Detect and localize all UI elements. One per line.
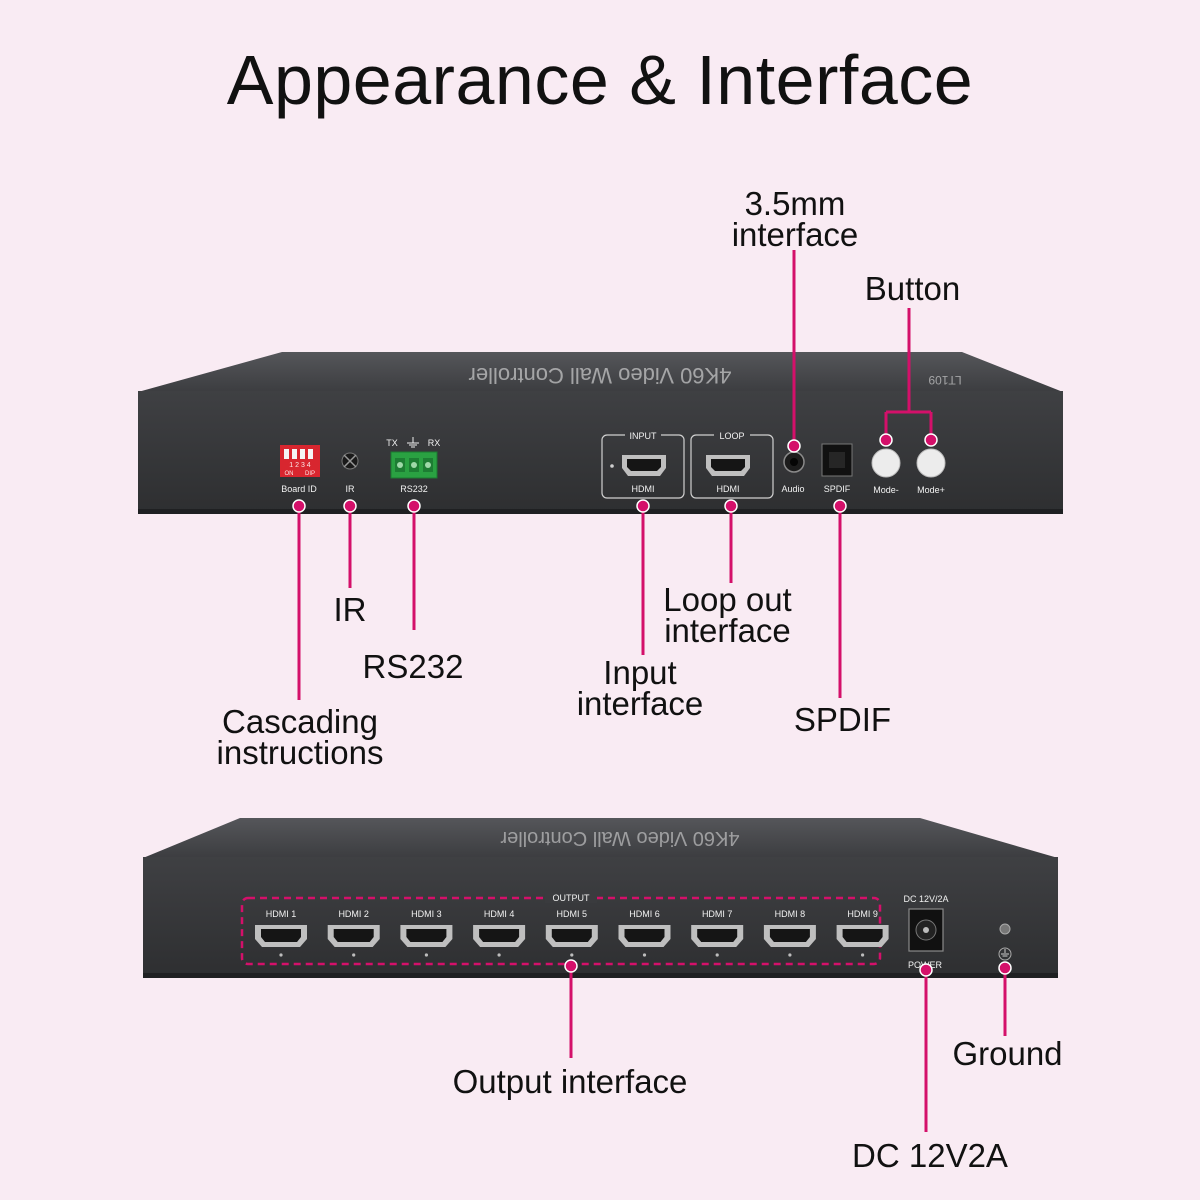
top-device-lid	[138, 352, 1063, 392]
callout-ir: IR	[333, 591, 367, 628]
callout-input: Input interface	[555, 654, 725, 722]
rs232-terminal[interactable]	[390, 451, 438, 479]
bottom-model-text: 4K60 Video Wall Controller	[500, 827, 739, 849]
top-model-code: LT109	[928, 373, 961, 387]
tx-label: TX	[386, 438, 398, 448]
input-header: INPUT	[630, 431, 658, 441]
hdmi-output-label-7: HDMI 7	[702, 909, 733, 919]
callout-cascading: Cascading instructions	[190, 703, 410, 771]
ir-receiver	[341, 452, 359, 470]
callout-cascading-line1: Cascading	[222, 703, 378, 740]
top-device: 4K60 Video Wall Controller LT109 1 2 3 4…	[138, 352, 1063, 514]
callout-cascading-line2: instructions	[216, 734, 384, 771]
hdmi-output-port-1[interactable]	[255, 925, 307, 957]
audio-label: Audio	[781, 484, 804, 494]
hdmi-output-label-9: HDMI 9	[847, 909, 878, 919]
hdmi-output-label-3: HDMI 3	[411, 909, 442, 919]
callout-input-line2: interface	[576, 685, 704, 722]
hdmi-output-port-2[interactable]	[327, 925, 380, 957]
dc-power-jack[interactable]	[908, 908, 944, 952]
mode-minus-label: Mode-	[873, 485, 899, 495]
callout-output: Output interface	[452, 1063, 688, 1100]
bottom-device: 4K60 Video Wall Controller OUTPUT HDMI 1…	[143, 818, 1058, 978]
callout-button: Button	[864, 270, 961, 307]
dip-numbers: 1 2 3 4	[289, 462, 311, 469]
bottom-device-rear-panel	[143, 857, 1058, 975]
callout-lines	[292, 250, 1012, 1132]
hdmi-output-label-1: HDMI 1	[266, 909, 297, 919]
callout-spdif: SPDIF	[793, 701, 892, 738]
mode-minus-button[interactable]	[871, 448, 901, 478]
hdmi-output-label-5: HDMI 5	[557, 909, 588, 919]
spdif-port[interactable]	[821, 443, 853, 477]
callout-loop: Loop out interface	[640, 581, 815, 649]
dc-label: DC 12V/2A	[903, 894, 948, 904]
ground-symbol-icon	[407, 437, 419, 448]
ir-label: IR	[346, 484, 356, 494]
hdmi-output-ports: HDMI 1 HDMI 2 HDMI 3 HDMI 4 HDMI 5 HDMI 6 HDMI…	[255, 909, 889, 957]
hdmi-output-port-7[interactable]	[691, 925, 744, 957]
hdmi-output-port-5[interactable]	[545, 925, 598, 957]
callout-loop-line1: Loop out	[663, 581, 792, 618]
hdmi-output-label-8: HDMI 8	[775, 909, 806, 919]
callout-ground: Ground	[952, 1035, 1063, 1072]
hdmi-output-label-4: HDMI 4	[484, 909, 515, 919]
hdmi-output-port-3[interactable]	[400, 925, 453, 957]
callout-input-line1: Input	[603, 654, 677, 691]
callout-loop-line2: interface	[664, 612, 791, 649]
callout-rs232: RS232	[362, 648, 464, 685]
rs232-label: RS232	[400, 484, 428, 494]
loop-hdmi-label: HDMI	[717, 484, 740, 494]
callout-dc: DC 12V2A	[852, 1137, 1008, 1174]
hdmi-output-label-2: HDMI 2	[338, 909, 369, 919]
hdmi-output-port-8[interactable]	[763, 925, 816, 957]
dip-on: ON	[285, 471, 294, 477]
dip-text: DIP	[305, 471, 315, 477]
hdmi-output-port-4[interactable]	[473, 925, 526, 957]
output-header: OUTPUT	[553, 893, 591, 903]
top-model-text: 4K60 Video Wall Controller	[469, 363, 732, 388]
callout-audio-line1: 3.5mm	[744, 185, 846, 222]
hdmi-output-port-6[interactable]	[618, 925, 671, 957]
hdmi-output-label-6: HDMI 6	[629, 909, 660, 919]
ground-screw[interactable]	[998, 923, 1012, 961]
mode-plus-label: Mode+	[917, 485, 945, 495]
spdif-label: SPDIF	[824, 484, 851, 494]
audio-jack[interactable]	[783, 451, 805, 473]
hdmi-loop-port[interactable]	[706, 455, 750, 476]
hdmi-input-port[interactable]	[622, 455, 666, 476]
callout-audio: 3.5mm interface	[710, 185, 880, 253]
rx-label: RX	[428, 438, 441, 448]
page-title: Appearance & Interface	[226, 41, 974, 119]
hdmi-output-port-9[interactable]	[836, 925, 889, 957]
loop-header: LOOP	[719, 431, 744, 441]
mode-plus-button[interactable]	[916, 448, 946, 478]
board-id-label: Board ID	[281, 484, 317, 494]
bottom-device-lid	[143, 818, 1058, 858]
callout-audio-line2: interface	[731, 216, 859, 253]
input-hdmi-label: HDMI	[632, 484, 655, 494]
dip-switch[interactable]: 1 2 3 4 ON DIP	[280, 445, 320, 477]
